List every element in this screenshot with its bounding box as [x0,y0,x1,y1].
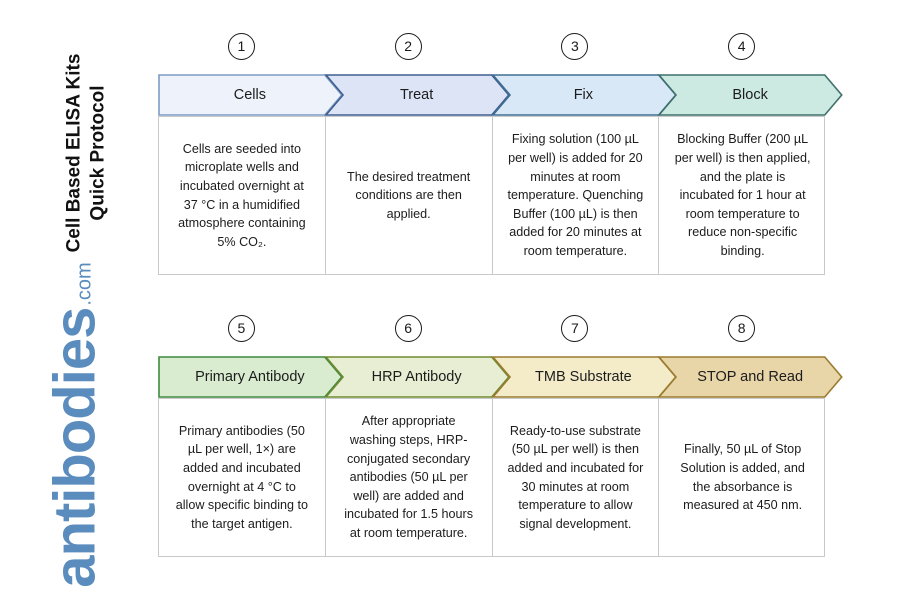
step-number-2: 2 [394,33,422,60]
step-number-7: 7 [561,315,589,342]
step-number-strip-1: 1 2 3 4 [158,30,825,74]
step-number-5: 5 [227,315,255,342]
step-body-text-1: Cells are seeded into microplate wells a… [178,141,306,249]
brand-logo-tld: .com [73,262,96,306]
step-label-7: TMB Substrate [535,369,632,385]
step-label-8: STOP and Read [697,369,804,385]
step-label-6: HRP Antibody [371,369,462,385]
step-body-text-4: Blocking Buffer (200 µL per well) is the… [674,132,811,259]
protocol-row-2: 5 6 7 8 Primary Antibody HRP Antibody TMB Sub… [158,312,844,557]
page-title-line-2: Quick Protocol [88,85,109,221]
step-chevron-1[interactable]: Cells [158,74,343,116]
step-body-7: Ready-to-use substrate (50 µL per well) … [493,399,660,556]
protocol-row-1: 1 2 3 4 Cells Treat Fix Block Cells are seeded… [158,30,844,275]
step-chevron-8[interactable]: STOP and Read [657,356,844,398]
brand-logo: antibodies .com [10,262,140,587]
step-number-6: 6 [394,315,422,342]
step-body-8: Finally, 50 µL of Stop Solution is added… [659,399,826,556]
step-number-4: 4 [728,33,756,60]
step-body-3: Fixing solution (100 µL per well) is add… [493,117,660,274]
step-number-8: 8 [728,315,756,342]
step-number-1: 1 [227,33,255,60]
step-body-4: Blocking Buffer (200 µL per well) is the… [659,117,826,274]
step-label-4: Block [732,87,768,103]
step-label-2: Treat [399,87,434,103]
step-body-text-3: Fixing solution (100 µL per well) is add… [507,132,644,259]
step-body-6: After appropriate washing steps, HRP-con… [326,399,493,556]
step-body-text-6: After appropriate washing steps, HRP-con… [344,414,474,541]
step-number-strip-2: 5 6 7 8 [158,312,825,356]
step-body-strip-1: Cells are seeded into microplate wells a… [158,116,825,275]
step-chevron-2[interactable]: Treat [324,74,510,116]
step-label-1: Cells [233,87,266,103]
page-title: Cell Based ELISA Kits Quick Protocol [58,18,116,288]
step-chevron-3[interactable]: Fix [490,74,677,116]
step-number-3: 3 [561,33,589,60]
step-body-text-8: Finally, 50 µL of Stop Solution is added… [680,442,805,513]
step-body-strip-2: Primary antibodies (50 µL per well, 1×) … [158,398,825,557]
step-body-5: Primary antibodies (50 µL per well, 1×) … [159,399,326,556]
step-label-5: Primary Antibody [195,369,305,385]
step-body-text-5: Primary antibodies (50 µL per well, 1×) … [175,423,309,531]
step-chevron-6[interactable]: HRP Antibody [324,356,510,398]
step-body-2: The desired treatment conditions are the… [326,117,493,274]
chevron-strip-2: Primary Antibody HRP Antibody TMB Substrat… [158,356,844,398]
page-title-line-1: Cell Based ELISA Kits [63,53,85,253]
step-label-3: Fix [573,87,594,103]
step-body-1: Cells are seeded into microplate wells a… [159,117,326,274]
step-chevron-5[interactable]: Primary Antibody [158,356,343,398]
step-chevron-7[interactable]: TMB Substrate [490,356,677,398]
step-body-text-7: Ready-to-use substrate (50 µL per well) … [507,423,644,531]
step-chevron-4[interactable]: Block [657,74,844,116]
brand-logo-word: antibodies [42,307,108,588]
step-body-text-2: The desired treatment conditions are the… [347,169,471,221]
chevron-strip-1: Cells Treat Fix Block [158,74,844,116]
